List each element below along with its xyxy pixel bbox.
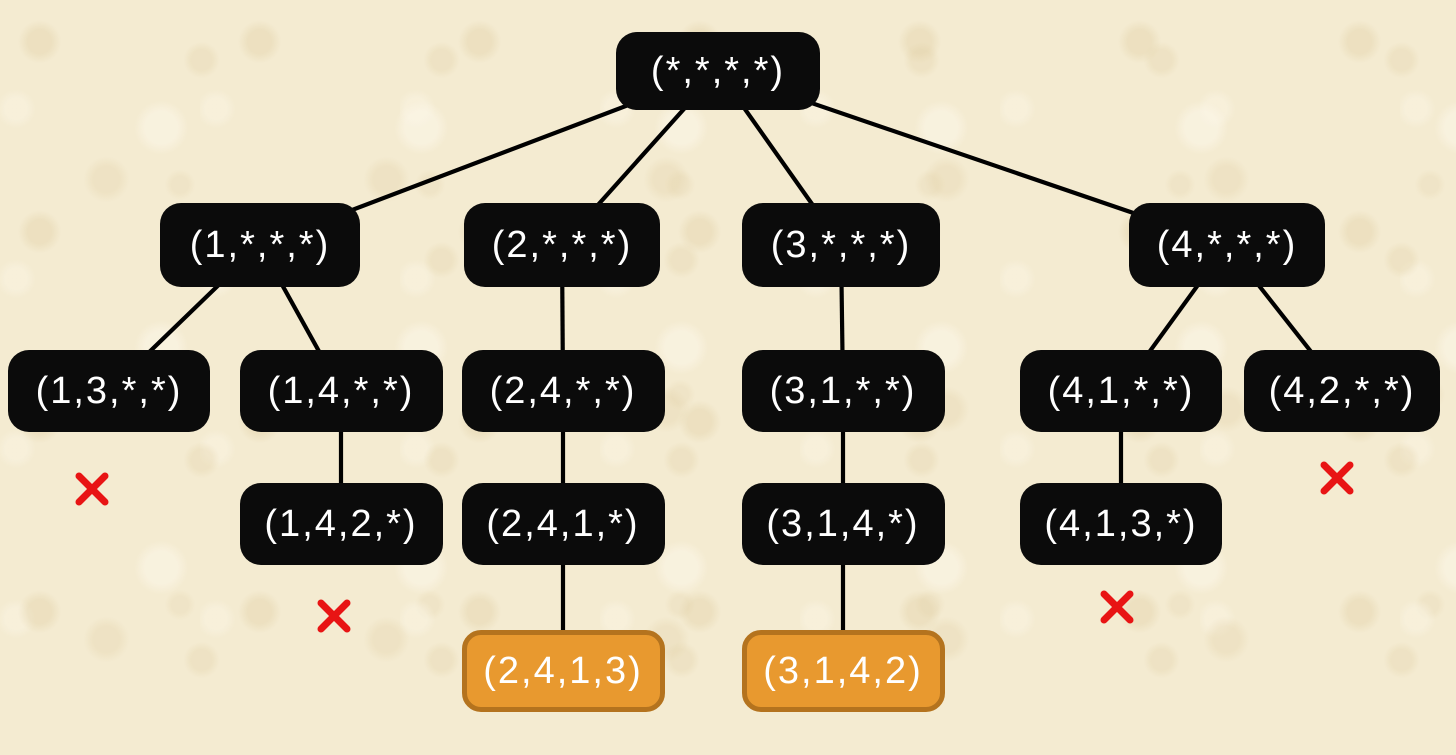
tree-node-n41: (4,1,*,*) xyxy=(1020,350,1222,432)
tree-node-n14: (1,4,*,*) xyxy=(239,350,443,432)
tree-node-n413: (4,1,3,*) xyxy=(1020,483,1222,565)
tree-node-n241: (2,4,1,*) xyxy=(461,483,665,565)
tree-node-n142: (1,4,2,*) xyxy=(239,483,443,565)
fail-x-icon-n42 xyxy=(1320,461,1354,495)
tree-node-n24: (2,4,*,*) xyxy=(461,350,665,432)
tree-node-n31: (3,1,*,*) xyxy=(741,350,945,432)
tree-node-n1: (1,*,*,*) xyxy=(160,203,360,287)
tree-node-n2: (2,*,*,*) xyxy=(464,203,660,287)
tree-node-n42: (4,2,*,*) xyxy=(1244,350,1440,432)
fail-x-icon-n13 xyxy=(75,472,109,506)
tree-node-root: (*,*,*,*) xyxy=(616,32,820,110)
tree-node-n314: (3,1,4,*) xyxy=(741,483,945,565)
solution-node-s3142: (3,1,4,2) xyxy=(741,630,945,712)
tree-node-n4: (4,*,*,*) xyxy=(1129,203,1325,287)
fail-x-icon-n413 xyxy=(1100,590,1134,624)
tree-node-n3: (3,*,*,*) xyxy=(742,203,940,287)
solution-node-s2413: (2,4,1,3) xyxy=(461,630,665,712)
fail-x-icon-n142 xyxy=(317,599,351,633)
tree-node-n13: (1,3,*,*) xyxy=(8,350,210,432)
